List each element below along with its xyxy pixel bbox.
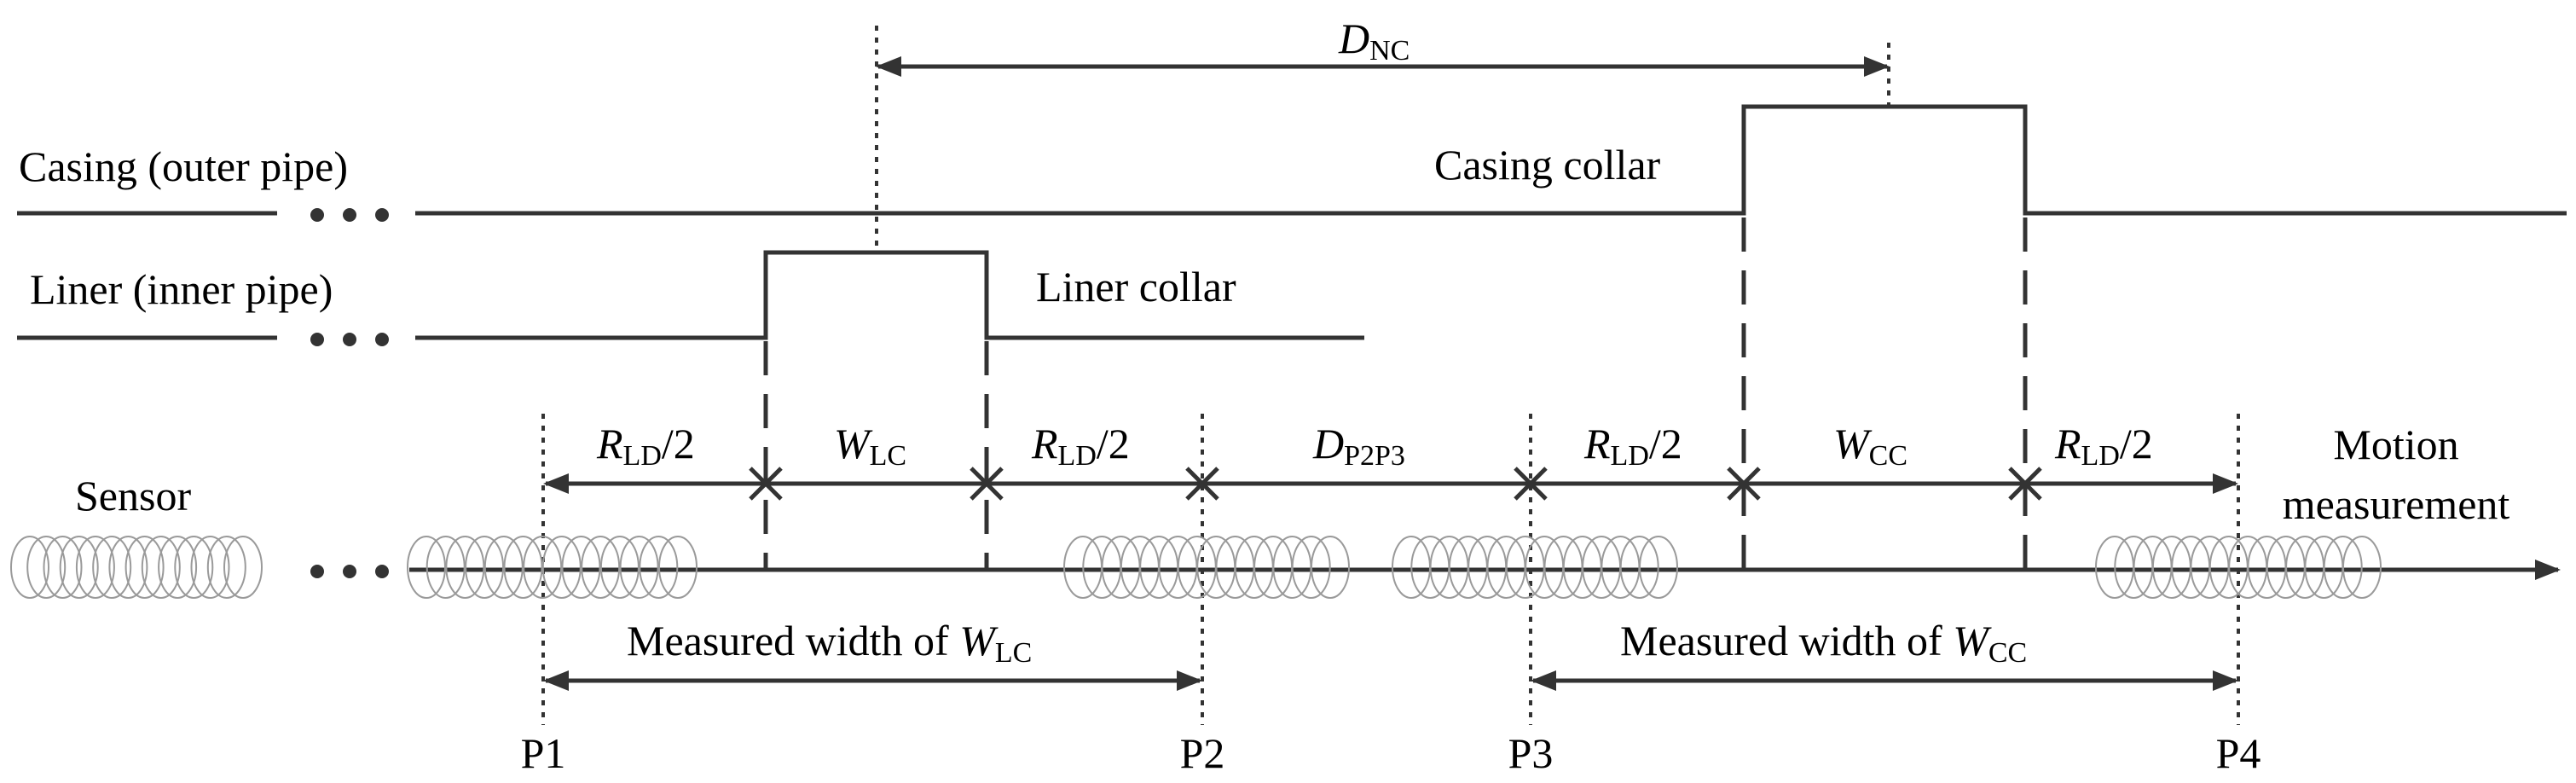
liner-ellipsis [310,333,389,346]
segment-label-wcc: WCC [1833,420,1907,472]
casing-pipe: Casing (outer pipe) Casing collar [17,104,2567,222]
sensor-coil-1 [407,536,698,599]
x-mark-liner-left [749,467,783,501]
x-mark-liner-right [970,467,1004,501]
casing-label: Casing (outer pipe) [19,142,348,190]
sensor-label: Sensor [75,472,191,519]
x-mark-casing-left [1727,467,1761,501]
liner-label: Liner (inner pipe) [30,265,333,313]
sensor-coil-3 [1392,536,1678,599]
liner-collar-label: Liner collar [1036,263,1236,310]
measured-width-lc-label: Measured width of WLC [627,617,1032,669]
segment-label-rld-2: RLD/2 [1031,420,1130,472]
point-label-p2: P2 [1180,729,1225,777]
x-mark-p2 [1185,467,1219,501]
dnc-label: DNC [1338,14,1410,67]
segment-label-rld-1: RLD/2 [596,420,695,472]
motion-label-line2: measurement [2283,480,2510,528]
segment-label-wlc: WLC [834,420,906,472]
x-mark-casing-right [2008,467,2042,501]
sensor-coil-2 [1063,536,1350,599]
motion-axis: Motion measurement [409,420,2561,580]
point-label-p3: P3 [1508,729,1554,777]
sensor-coil-0 [10,536,263,599]
measured-width-cc: Measured width of WCC [1531,617,2238,691]
casing-collar-label: Casing collar [1434,141,1661,188]
dnc-dimension: DNC [875,14,1890,252]
point-label-p4: P4 [2216,729,2261,777]
point-label-p1: P1 [521,729,566,777]
sensor-ellipsis [310,565,389,578]
measured-width-cc-label: Measured width of WCC [1620,617,2027,669]
liner-pipe: Liner (inner pipe) Liner collar [17,250,1364,346]
x-marks [749,467,2042,501]
segment-label-rld-4: RLD/2 [2054,420,2153,472]
casing-ellipsis [310,208,389,222]
segment-dimensions: RLD/2 WLC RLD/2 DP2P3 RLD/2 WCC RLD/2 [543,420,2238,501]
x-mark-p3 [1514,467,1548,501]
measured-width-lc: Measured width of WLC [543,617,1202,691]
collar-edge-guides [763,218,2028,570]
segment-label-dp2p3: DP2P3 [1312,420,1405,472]
sensor-coils [10,536,2382,599]
sensor-coil-4 [2095,536,2382,599]
segment-label-rld-3: RLD/2 [1583,420,1682,472]
motion-label-line1: Motion [2333,420,2458,468]
